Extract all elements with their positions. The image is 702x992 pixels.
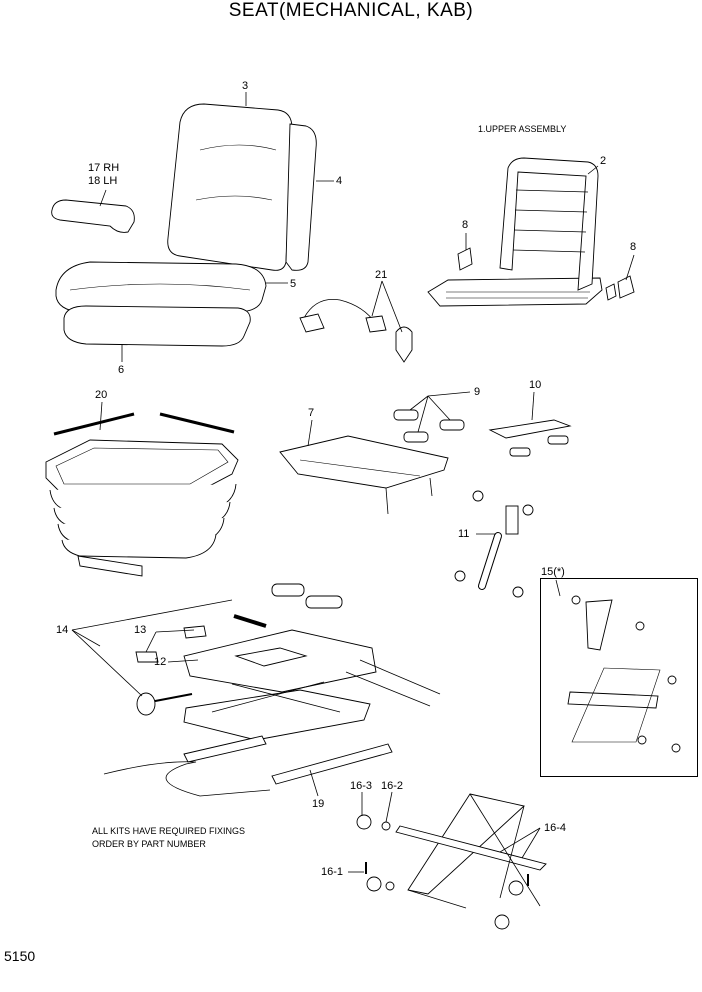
callout-21[interactable]: 21 — [375, 269, 388, 281]
callout-15[interactable]: 15(*) — [541, 566, 565, 578]
callout-18-lh[interactable]: 18 LH — [88, 175, 118, 187]
callout-16-3[interactable]: 16-3 — [350, 780, 373, 792]
springs-part — [393, 409, 465, 443]
inset-kit-15 — [567, 595, 681, 753]
callout-7[interactable]: 7 — [308, 407, 315, 419]
callout-14[interactable]: 14 — [56, 624, 69, 636]
callout-6[interactable]: 6 — [118, 364, 125, 376]
backrest-part — [167, 103, 317, 271]
upper-assembly-frame — [427, 157, 603, 307]
callout-16-2[interactable]: 16-2 — [381, 780, 404, 792]
callout-16-4[interactable]: 16-4 — [544, 822, 567, 834]
upper-assembly-note: 1.UPPER ASSEMBLY — [478, 124, 567, 134]
inset-detail-box — [540, 578, 698, 777]
callout-12[interactable]: 12 — [154, 656, 167, 668]
slide-part — [488, 419, 572, 439]
callout-16-1[interactable]: 16-1 — [321, 866, 344, 878]
callout-9[interactable]: 9 — [474, 386, 481, 398]
callout-8-left[interactable]: 8 — [462, 219, 469, 231]
callout-13[interactable]: 13 — [134, 624, 147, 636]
callout-10[interactable]: 10 — [529, 379, 542, 391]
callout-19[interactable]: 19 — [312, 798, 325, 810]
seat-cushion-part — [55, 261, 267, 313]
callout-5[interactable]: 5 — [290, 278, 297, 290]
kits-note-line1: ALL KITS HAVE REQUIRED FIXINGS — [92, 826, 246, 836]
scissor-lift-part — [183, 629, 441, 741]
cable-part — [103, 761, 271, 797]
lower-frame-part — [395, 793, 547, 909]
callout-17-rh[interactable]: 17 RH — [88, 162, 120, 174]
callout-11[interactable]: 11 — [458, 528, 470, 540]
shock-absorber-part — [454, 490, 534, 598]
page-number: 5150 — [4, 948, 36, 964]
suspension-bellows — [45, 439, 239, 559]
kits-note-line2: ORDER BY PART NUMBER — [92, 839, 206, 849]
callout-8-right[interactable]: 8 — [630, 241, 637, 253]
callout-4[interactable]: 4 — [336, 175, 343, 187]
page-title: SEAT(MECHANICAL, KAB) — [228, 0, 474, 21]
seat-belt-part — [303, 299, 377, 325]
armrest-part — [51, 199, 135, 233]
callout-3[interactable]: 3 — [242, 80, 249, 92]
callout-2[interactable]: 2 — [600, 155, 607, 167]
callout-20[interactable]: 20 — [95, 389, 108, 401]
mechanism-part — [279, 435, 449, 489]
seat-base-part — [63, 305, 251, 347]
